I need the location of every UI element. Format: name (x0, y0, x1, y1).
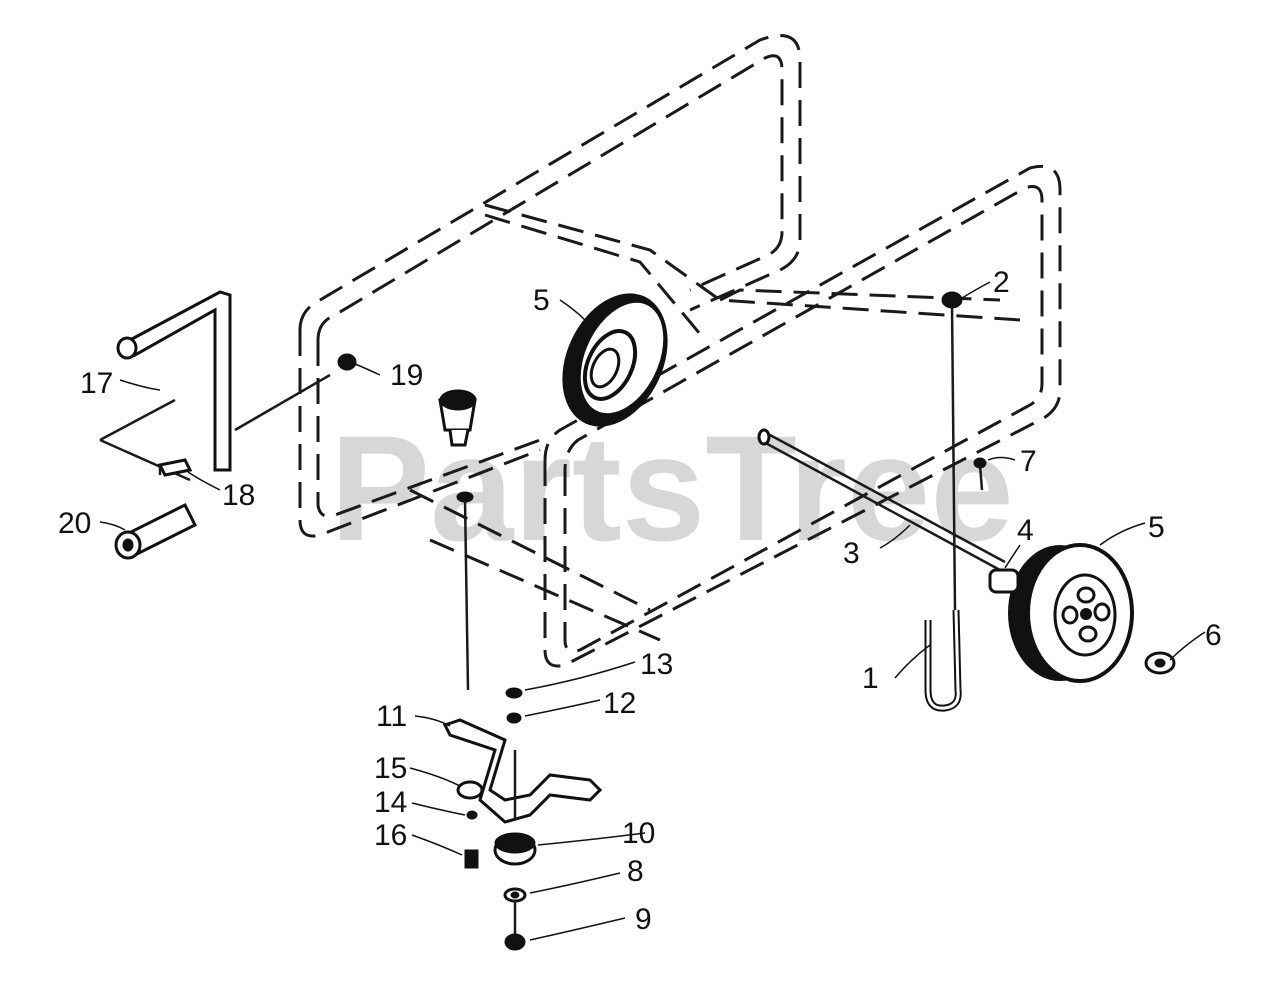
handle-assembly (99, 290, 357, 560)
callout-11: 11 (376, 700, 407, 733)
callout-4: 4 (1017, 514, 1034, 547)
wheel-front (1008, 543, 1134, 683)
spacer (988, 568, 1020, 594)
callout-3: 3 (843, 537, 860, 570)
leader-lines (99, 281, 1206, 941)
frame-outline (298, 34, 1062, 668)
callout-20: 20 (58, 507, 91, 540)
axle (757, 428, 1006, 572)
callout-12: 12 (603, 687, 636, 720)
callout-2: 2 (993, 266, 1010, 299)
washer (1144, 651, 1176, 675)
callout-17: 17 (80, 367, 113, 400)
callout-15: 15 (374, 752, 407, 785)
cap-plug (438, 389, 477, 691)
callout-8: 8 (627, 855, 644, 888)
callout-labels: 1 2 3 4 5 5 6 7 8 9 10 11 12 13 14 15 16… (58, 266, 1222, 936)
callout-9: 9 (635, 903, 652, 936)
callout-19: 19 (390, 359, 423, 392)
callout-5-rear: 5 (533, 284, 550, 317)
callout-13: 13 (640, 648, 673, 681)
callout-10: 10 (622, 817, 655, 850)
pin-7 (973, 457, 987, 491)
callout-18: 18 (222, 479, 255, 512)
callout-5-front: 5 (1148, 511, 1165, 544)
wheel-rear (562, 293, 668, 427)
callout-7: 7 (1020, 445, 1037, 478)
mount-bracket (442, 687, 603, 951)
callout-6: 6 (1205, 619, 1222, 652)
callout-1: 1 (862, 662, 879, 695)
callout-16: 16 (374, 819, 407, 852)
u-bolt (924, 291, 963, 712)
callout-14: 14 (374, 786, 407, 819)
